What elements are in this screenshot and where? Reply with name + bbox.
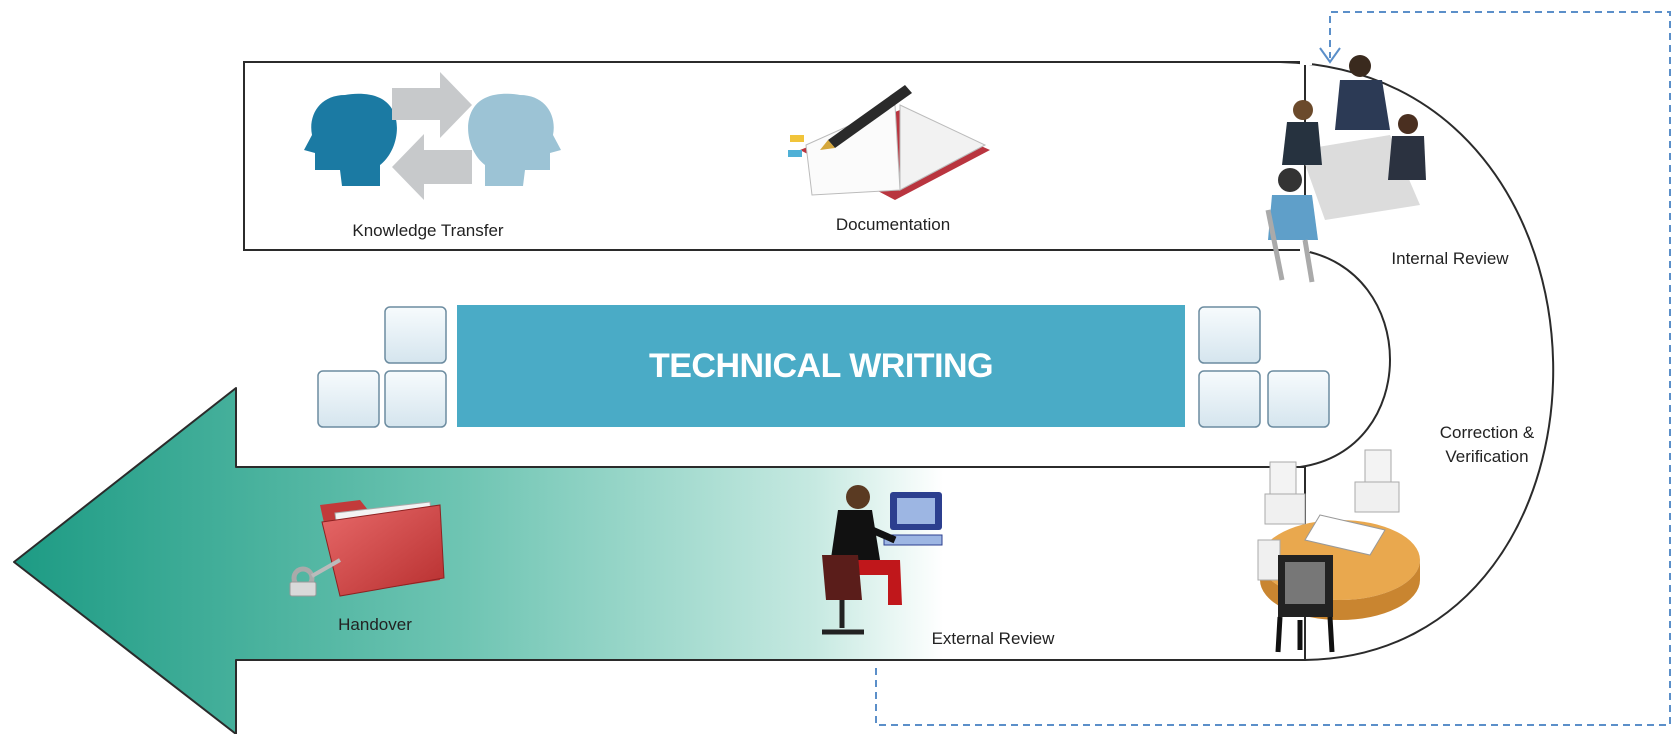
step-label-handover: Handover: [338, 615, 412, 634]
u-turn-outer-curve: [1279, 61, 1555, 661]
person-at-computer-icon: [822, 485, 943, 635]
u-turn-inner-curve: [1299, 249, 1391, 468]
title-text: TECHNICAL WRITING: [649, 347, 993, 385]
step-label-correction: Correction &: [1440, 423, 1535, 442]
open-book-pen-icon: [788, 85, 990, 200]
feedback-arrowhead-icon: [1319, 47, 1341, 64]
step-label-knowledge-transfer: Knowledge Transfer: [352, 221, 504, 240]
round-table-meeting-icon: [1257, 449, 1420, 653]
step-label-internal-review: Internal Review: [1391, 249, 1509, 268]
feedback-loop-dashed-line: [875, 11, 1671, 726]
step-label-documentation: Documentation: [836, 215, 950, 234]
team-meeting-icon: [1265, 55, 1426, 283]
step-label-verification: Verification: [1445, 447, 1528, 466]
red-folder-icon: [289, 500, 445, 597]
decorative-squares-right: [1198, 306, 1330, 428]
decorative-squares-left: [317, 306, 447, 428]
step-label-external-review: External Review: [932, 629, 1056, 648]
return-arrow: [13, 387, 1306, 734]
title-banner: [457, 305, 1185, 427]
knowledge-transfer-heads-icon: [304, 72, 561, 200]
